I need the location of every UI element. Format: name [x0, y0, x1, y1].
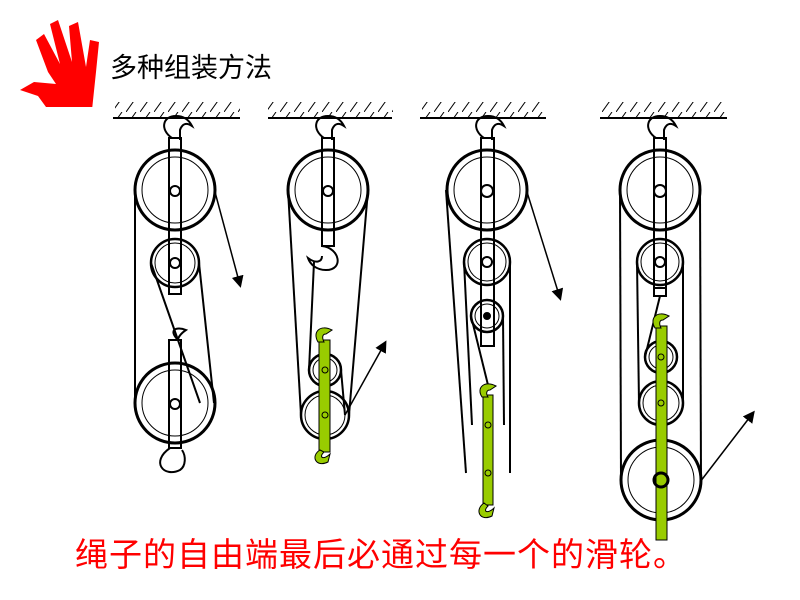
- pulley-system-3: [420, 102, 564, 474]
- slide-caption: 绳子的自由端最后必通过每一个的滑轮。: [75, 535, 687, 574]
- pulley-system-4: [600, 102, 755, 522]
- pulley-system-1: [113, 102, 244, 473]
- pulley-system-2: [268, 102, 393, 441]
- slide-title: 多种组装方法: [110, 53, 272, 84]
- red-hand-print-icon: [20, 20, 99, 107]
- movable-block-4: [652, 313, 670, 541]
- movable-block-3: [478, 383, 497, 518]
- movable-block-2: [314, 327, 333, 464]
